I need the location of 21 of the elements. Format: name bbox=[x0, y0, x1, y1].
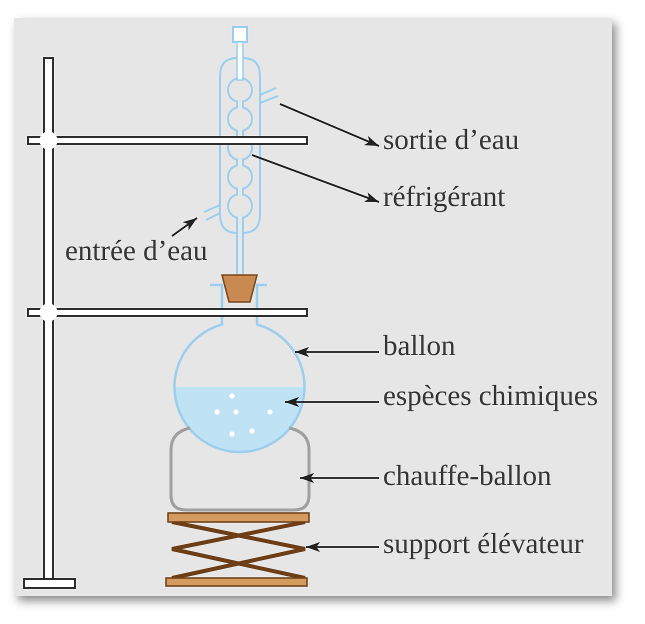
part-label: ballon bbox=[383, 331, 456, 363]
leader-arrow bbox=[306, 542, 379, 552]
outlet-tube bbox=[259, 87, 279, 104]
condenser bbox=[219, 26, 261, 276]
part-label: réfrigérant bbox=[383, 182, 506, 214]
leader-arrow bbox=[300, 473, 379, 483]
lab-jack bbox=[165, 512, 310, 587]
leader-arrow bbox=[295, 347, 379, 357]
round-bottom-flask bbox=[173, 284, 306, 454]
leader-arrow bbox=[252, 154, 380, 203]
liquid bbox=[174, 387, 304, 452]
leader-arrow bbox=[280, 103, 380, 147]
part-label: sortie d’eau bbox=[383, 125, 520, 157]
leader-arrow bbox=[171, 217, 198, 237]
part-label: entrée d’eau bbox=[65, 236, 208, 268]
heating-mantle bbox=[170, 426, 310, 512]
inlet-tube bbox=[203, 204, 221, 221]
part-label: chauffe-ballon bbox=[383, 461, 552, 493]
part-label: support élévateur bbox=[383, 529, 584, 561]
part-label: espèces chimiques bbox=[383, 381, 598, 413]
leader-arrow bbox=[285, 397, 379, 407]
